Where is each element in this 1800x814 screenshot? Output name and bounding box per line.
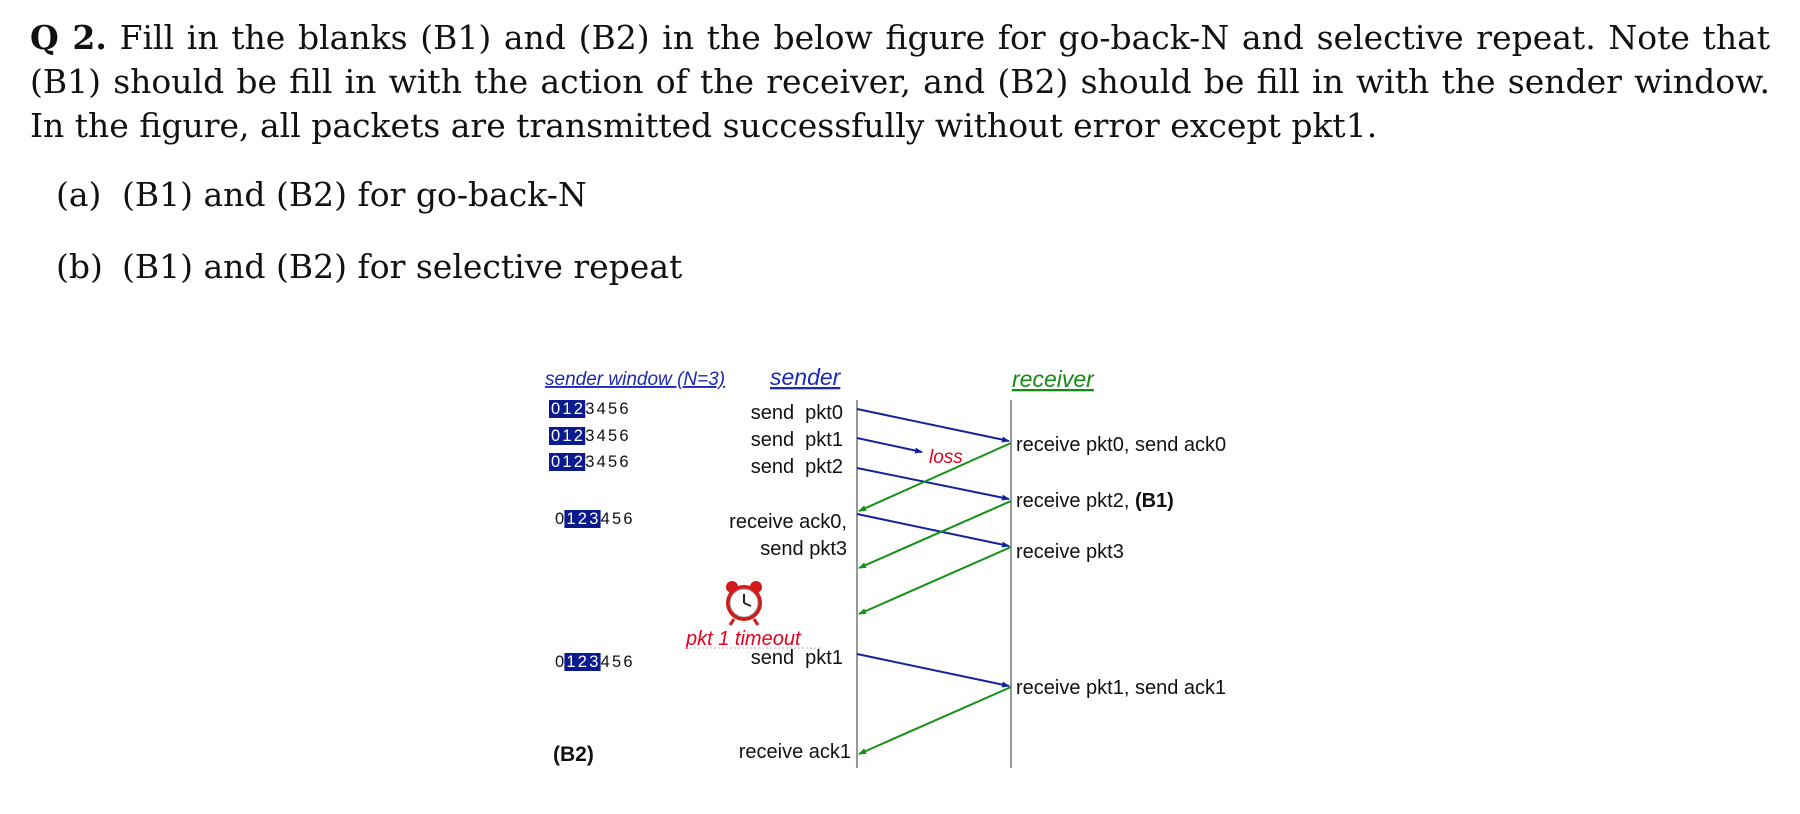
window-seq-number: 1 bbox=[566, 510, 575, 528]
arrow-pkt0 bbox=[856, 408, 1010, 443]
window-seq-number: 3 bbox=[585, 427, 594, 445]
question-text: Q 2. Fill in the blanks (B1) and (B2) in… bbox=[30, 16, 1770, 148]
part-a-text: (B1) and (B2) for go-back-N bbox=[122, 175, 587, 214]
sender-event-send-pkt2: send pkt2 bbox=[751, 456, 843, 478]
window-seq-number: 3 bbox=[589, 653, 598, 671]
window-highlight bbox=[564, 510, 601, 528]
window-seq-number: 6 bbox=[619, 427, 628, 445]
window-seq-number: 4 bbox=[597, 427, 606, 445]
window-seq-number: 1 bbox=[562, 400, 571, 418]
window-seq-number: 2 bbox=[578, 510, 587, 528]
receiver-event-pkt1: receive pkt1, send ack1 bbox=[1016, 677, 1226, 699]
receiver-event-pkt2: receive pkt2, (B1) bbox=[1016, 490, 1174, 512]
window-seq-number: 5 bbox=[608, 453, 617, 471]
window-seq-number: 0 bbox=[555, 653, 564, 671]
window-seq-number: 5 bbox=[608, 427, 617, 445]
window-seq-number: 5 bbox=[612, 653, 621, 671]
window-highlight bbox=[564, 653, 601, 671]
window-seq-number: 3 bbox=[589, 510, 598, 528]
window-highlight bbox=[549, 453, 586, 471]
window-seq-number: 6 bbox=[623, 510, 632, 528]
window-seq-number: 6 bbox=[619, 453, 628, 471]
sender-event-send-pkt1: send pkt1 bbox=[751, 429, 843, 451]
window-seq-number: 5 bbox=[608, 400, 617, 418]
loss-label: loss bbox=[929, 447, 963, 468]
window-seq-number: 4 bbox=[601, 510, 610, 528]
sender-event-send-pkt3: send pkt3 bbox=[760, 538, 847, 560]
part-a-label: (a) bbox=[56, 175, 102, 214]
window-seq-number: 6 bbox=[623, 653, 632, 671]
arrow-ack-after-pkt3 bbox=[858, 546, 1012, 615]
receiver-header: receiver bbox=[1012, 366, 1095, 392]
arrow-pkt1-resend bbox=[856, 653, 1010, 688]
window-seq-number: 0 bbox=[551, 453, 560, 471]
window-seq-number: 0 bbox=[551, 427, 560, 445]
part-b-text: (B1) and (B2) for selective repeat bbox=[122, 247, 683, 286]
window-seq-number: 0 bbox=[551, 400, 560, 418]
window-seq-number: 0 bbox=[555, 510, 564, 528]
window-seq-number: 6 bbox=[619, 400, 628, 418]
window-seq-number: 4 bbox=[597, 400, 606, 418]
sender-header: sender bbox=[770, 364, 842, 390]
part-a: (a) (B1) and (B2) for go-back-N bbox=[56, 175, 587, 214]
window-seq-number: 1 bbox=[562, 427, 571, 445]
window-highlight bbox=[549, 400, 586, 418]
b1-blank: (B1) bbox=[1135, 490, 1174, 512]
sender-window-header: sender window (N=3) bbox=[545, 369, 725, 390]
sender-event-receive-ack1: receive ack1 bbox=[739, 741, 851, 763]
window-seq-number: 5 bbox=[612, 510, 621, 528]
window-highlight bbox=[549, 427, 586, 445]
window-seq-number: 2 bbox=[578, 653, 587, 671]
window-seq-number: 1 bbox=[566, 653, 575, 671]
arrow-ack1 bbox=[858, 686, 1012, 755]
arrow-ack0 bbox=[858, 442, 1012, 512]
b2-blank: (B2) bbox=[553, 743, 594, 766]
timeout-label: pkt 1 timeout bbox=[685, 628, 802, 650]
window-seq-number: 2 bbox=[574, 427, 583, 445]
sender-event-receive-ack0: receive ack0, bbox=[729, 511, 847, 533]
receiver-event-pkt0: receive pkt0, send ack0 bbox=[1016, 434, 1226, 456]
part-b-label: (b) bbox=[56, 247, 103, 286]
window-seq-number: 2 bbox=[574, 400, 583, 418]
sender-event-send-pkt0: send pkt0 bbox=[751, 402, 843, 424]
arrow-ack-after-pkt2 bbox=[858, 500, 1012, 569]
window-seq-number: 4 bbox=[597, 453, 606, 471]
arrow-pkt2 bbox=[856, 467, 1010, 501]
receiver-event-pkt2-text: receive pkt2, bbox=[1016, 490, 1135, 512]
sender-event-resend-pkt1: send pkt1 bbox=[751, 647, 843, 669]
arrow-pkt1-lost bbox=[856, 437, 923, 454]
window-seq-number: 4 bbox=[601, 653, 610, 671]
window-seq-number: 2 bbox=[574, 453, 583, 471]
question-body: Fill in the blanks (B1) and (B2) in the … bbox=[30, 18, 1771, 145]
window-seq-number: 1 bbox=[562, 453, 571, 471]
part-b: (b) (B1) and (B2) for selective repeat bbox=[56, 247, 682, 286]
window-seq-number: 3 bbox=[585, 400, 594, 418]
question-number: Q 2. bbox=[30, 18, 107, 57]
arrow-pkt3 bbox=[856, 513, 1010, 548]
alarm-clock-icon bbox=[726, 581, 762, 626]
window-seq-number: 3 bbox=[585, 453, 594, 471]
receiver-event-pkt3: receive pkt3 bbox=[1016, 541, 1124, 563]
